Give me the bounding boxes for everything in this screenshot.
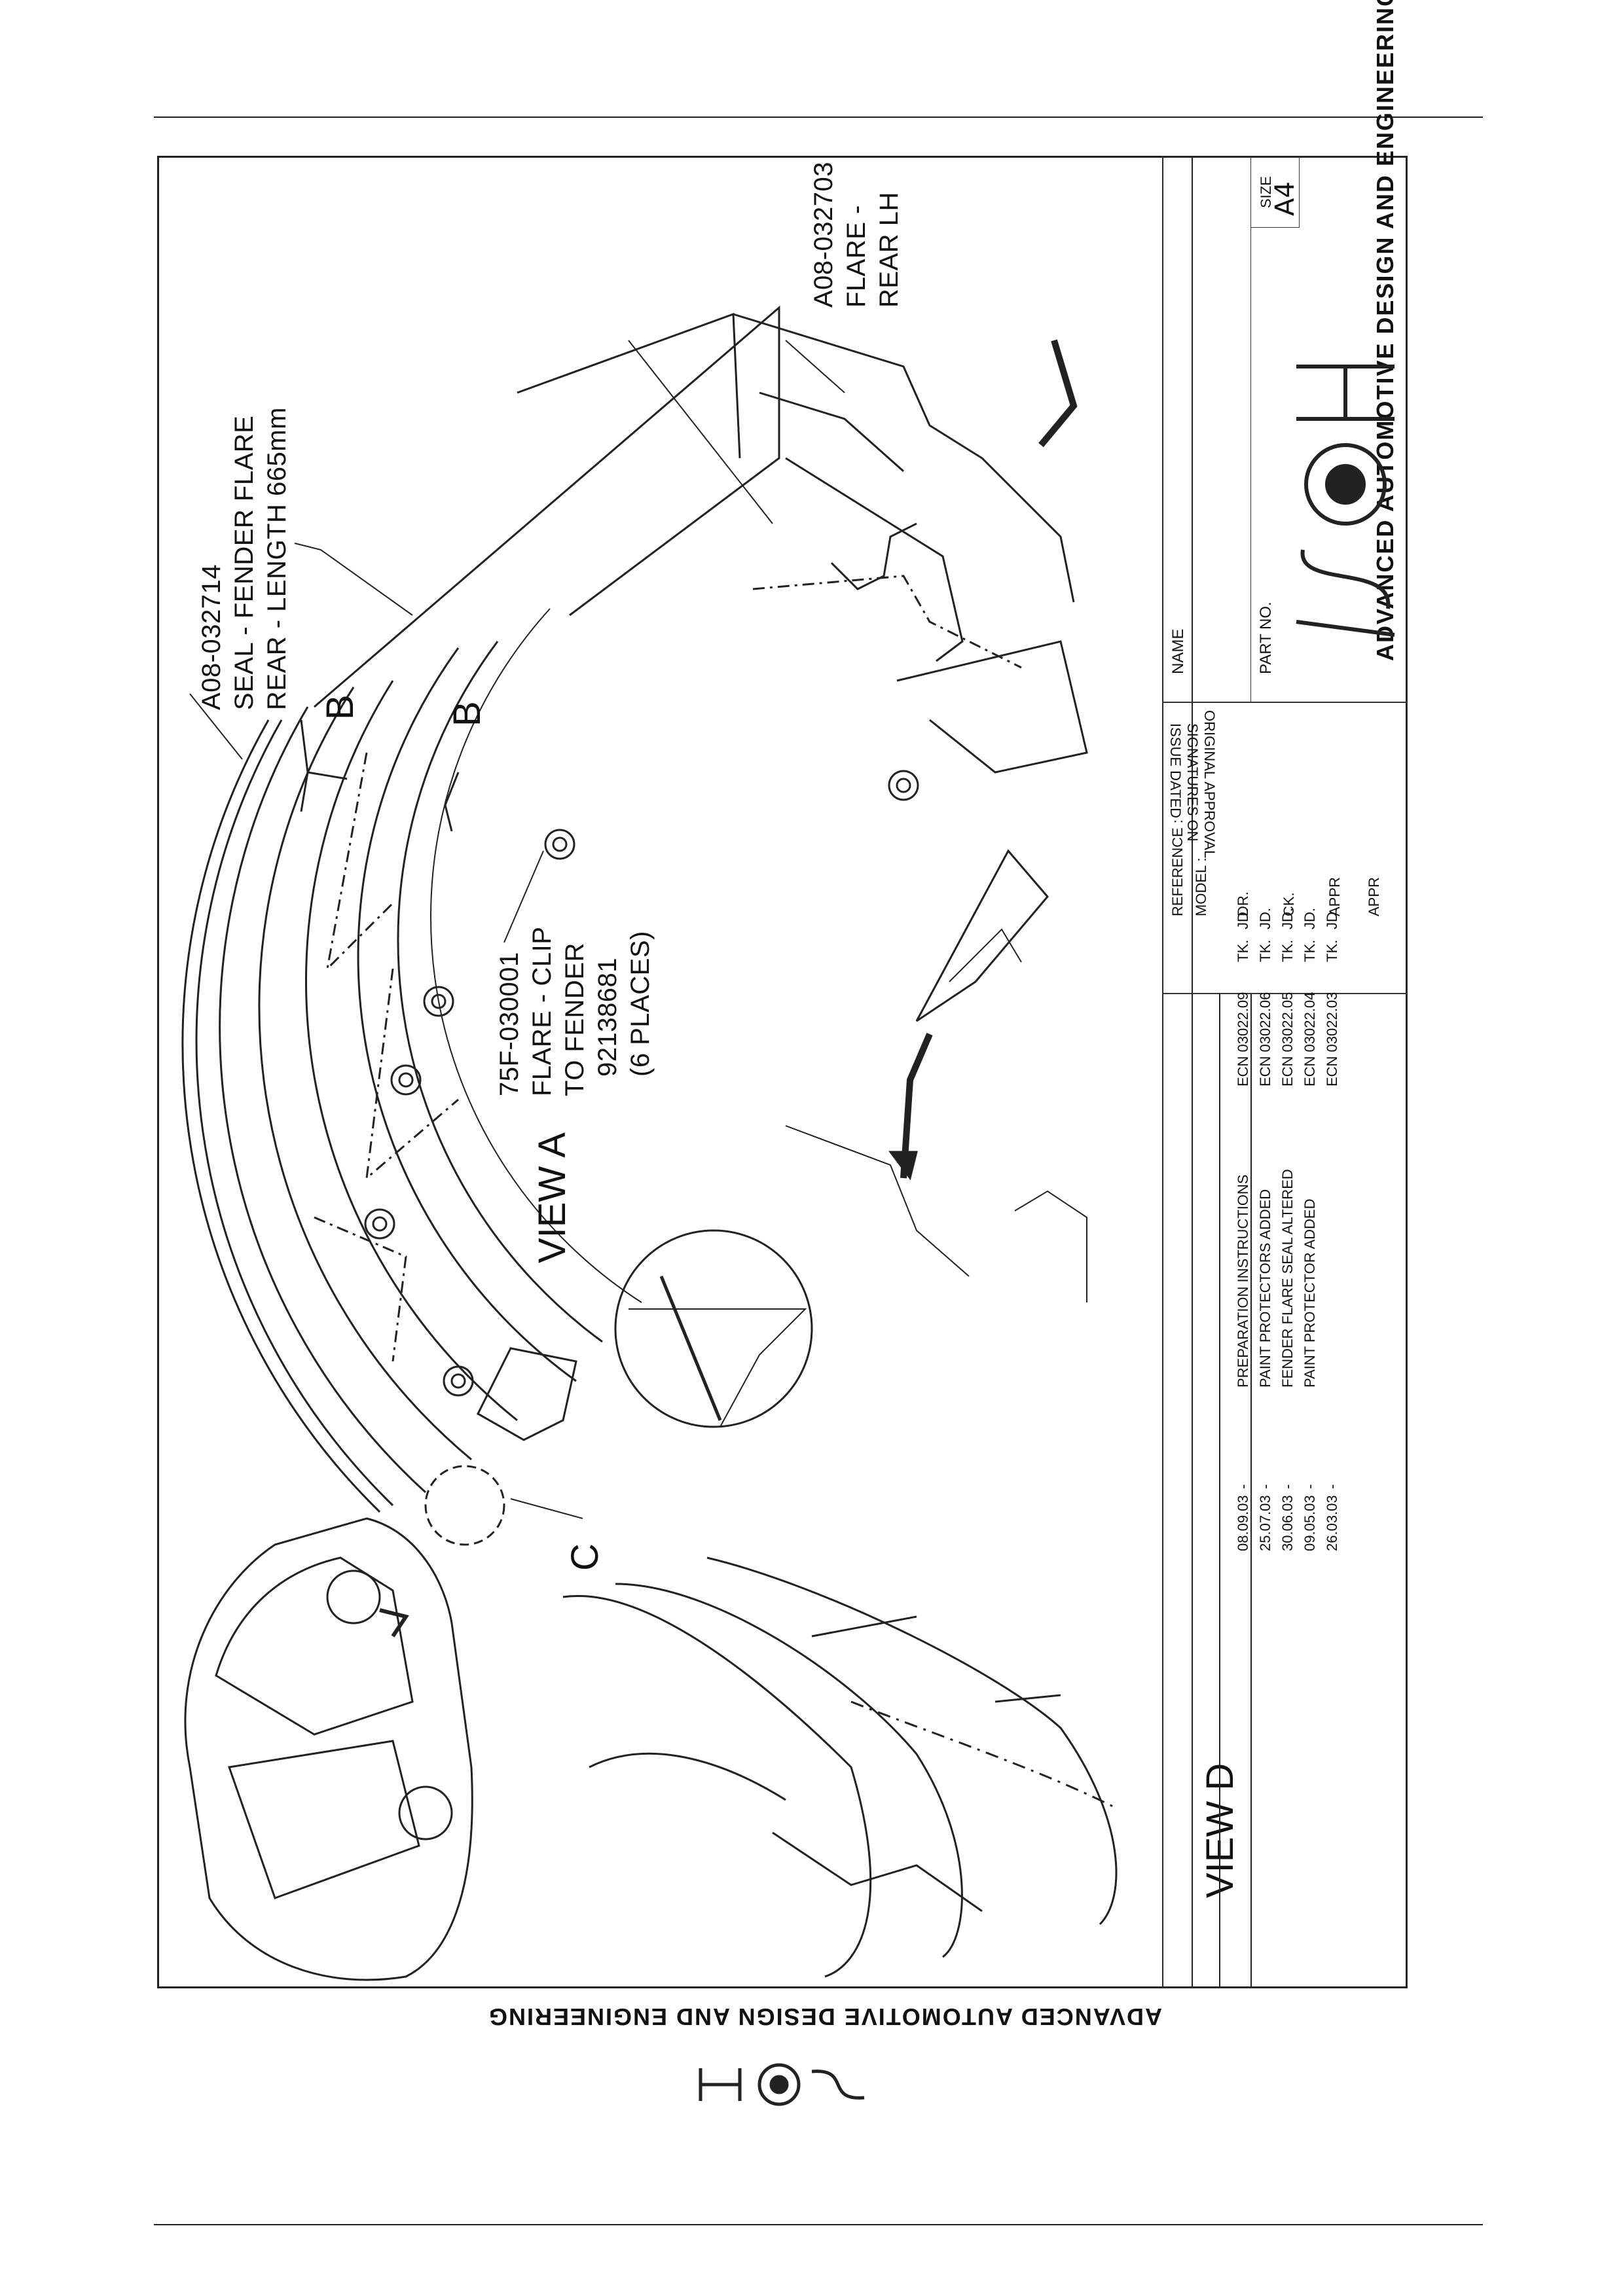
revision-dash: -: [1302, 1484, 1318, 1489]
seal-part-number: A08-032714: [197, 564, 226, 710]
model-label: MODEL :: [1193, 857, 1209, 916]
logo-cell: [1250, 156, 1408, 702]
size-cell: [1250, 156, 1300, 228]
revision-ecn: ECN 03022.03: [1324, 992, 1340, 1086]
revision-date: 30.06.03: [1279, 1495, 1296, 1551]
bottom-rule: [154, 2224, 1483, 2225]
size-value: A4: [1270, 181, 1300, 216]
leader-lines: [189, 340, 845, 1519]
revision-cell: [1162, 994, 1408, 1988]
drawing-frame: [157, 156, 1408, 1988]
detail-arrows: [785, 339, 1087, 1302]
footer-hsv-logo: [699, 2063, 865, 2106]
clip-part-number: 75F-030001: [495, 952, 524, 1096]
revision-ecn: ECN 03022.04: [1302, 992, 1318, 1086]
revision-ecn: ECN 03022.05: [1279, 992, 1296, 1086]
revision-by: TK.: [1279, 939, 1296, 962]
role-ck: CK.: [1281, 892, 1297, 916]
revision-by: TK.: [1235, 939, 1251, 962]
name-label: NAME: [1169, 628, 1187, 674]
role-appr-2: APPR: [1366, 877, 1382, 916]
clip-description-4: (6 PLACES): [626, 931, 655, 1077]
role-dr: DR.: [1235, 891, 1251, 916]
revision-chk: JD.: [1257, 908, 1273, 929]
flare-description-1: FLARE -: [842, 205, 871, 308]
revision-date: 26.03.03: [1324, 1495, 1340, 1551]
clip-markers: [364, 770, 919, 1397]
seal-description-2: REAR - LENGTH 665mm: [263, 407, 291, 710]
revision-by: TK.: [1324, 939, 1340, 962]
section-b-label-1: B: [319, 694, 361, 720]
footer-company: ADVANCED AUTOMOTIVE DESIGN AND ENGINEERI…: [487, 2003, 1163, 2030]
revision-ecn: ECN 03022.09: [1235, 992, 1251, 1086]
revision-dash: -: [1324, 1484, 1340, 1489]
revision-chk: JD.: [1302, 908, 1318, 929]
footer-company-inverted: ADVANCED AUTOMOTIVE DESIGN AND ENGINEERI…: [432, 2003, 1218, 2030]
approval-line-3: ISSUE DATED: [1167, 723, 1184, 819]
clip-description-3: 92138681: [593, 958, 622, 1077]
view-a-label: VIEW A: [531, 1132, 574, 1263]
flare-description-2: REAR LH: [875, 192, 903, 308]
revision-desc: PREPARATION INSTRUCTIONS: [1235, 1174, 1251, 1388]
approval-line-1: ORIGINAL APPROVAL: [1201, 710, 1218, 859]
revision-date: 25.07.03: [1257, 1495, 1273, 1551]
revision-ecn: ECN 03022.06: [1257, 992, 1273, 1086]
footer: ADVANCED AUTOMOTIVE DESIGN AND ENGINEERI…: [0, 2003, 1623, 2134]
clip-description-2: TO FENDER: [560, 942, 589, 1096]
revision-dash: -: [1257, 1484, 1273, 1489]
car-illustration: [184, 1517, 473, 1981]
clip-description-1: FLARE - CLIP: [528, 926, 556, 1096]
revision-by: TK.: [1302, 939, 1318, 962]
hsv-logo: [1296, 365, 1395, 637]
revision-by: TK.: [1257, 939, 1273, 962]
section-b-arrows: [300, 719, 460, 832]
revision-desc: PAINT PROTECTORS ADDED: [1257, 1189, 1273, 1388]
revision-date: 09.05.03: [1302, 1495, 1318, 1551]
flare-part-number: A08-032703: [809, 162, 838, 308]
revision-desc: FENDER FLARE SEAL ALTERED: [1279, 1169, 1296, 1388]
reference-cell: [1162, 702, 1408, 994]
role-appr-1: APPR: [1326, 877, 1343, 916]
approval-line-2: SIGNATURES ON: [1184, 723, 1201, 842]
seal-description-1: SEAL - FENDER FLARE: [230, 415, 259, 710]
revision-desc: PAINT PROTECTOR ADDED: [1302, 1198, 1318, 1388]
part-no-label: PART NO.: [1257, 601, 1275, 674]
revision-dash: -: [1279, 1484, 1296, 1489]
revision-date: 08.09.03: [1235, 1495, 1251, 1551]
view-a-flare: [181, 305, 1088, 1513]
detail-c-label: C: [564, 1543, 606, 1571]
detail-c-circle: [424, 1229, 813, 1546]
view-d-drawing: [562, 1556, 1118, 1978]
original-approval-note: ORIGINAL APPROVAL SIGNATURES ON ISSUE DA…: [1167, 710, 1218, 858]
top-rule: [154, 117, 1483, 118]
revision-dash: -: [1235, 1484, 1251, 1489]
section-b-label-2: B: [446, 701, 488, 726]
